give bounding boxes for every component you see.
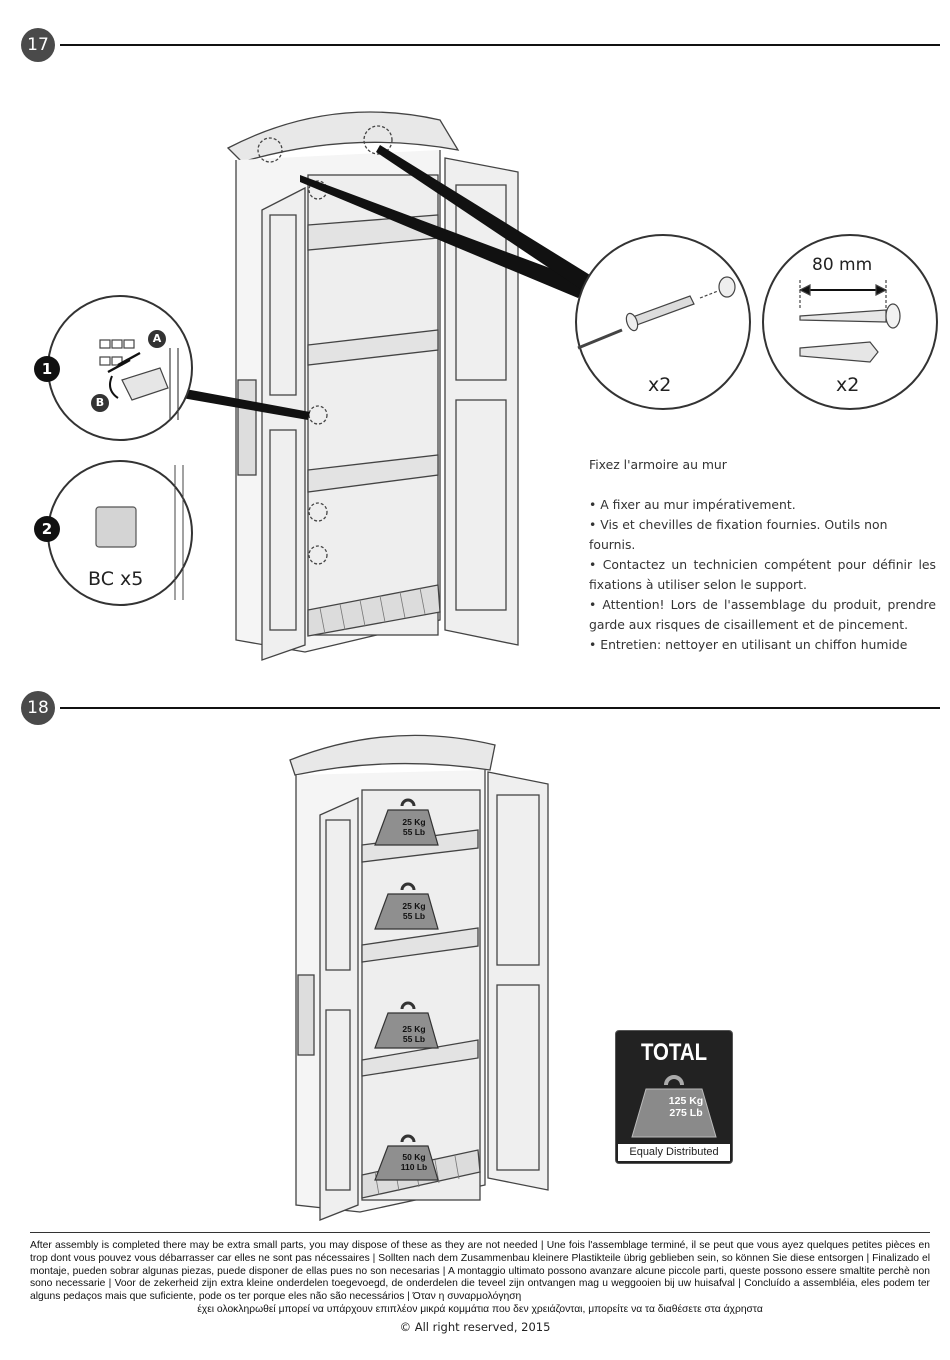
callout-leader [300, 175, 590, 298]
weight-icon [374, 1134, 439, 1181]
note-item: • Vis et chevilles de fixation fournies.… [589, 517, 888, 552]
note-item: • A fixer au mur impérativement. [589, 497, 796, 512]
label-a: A [152, 332, 162, 345]
shelf [307, 454, 439, 493]
callout-leader [376, 145, 590, 290]
anchor-quantity: x2 [836, 374, 860, 396]
step-divider-line [60, 707, 940, 709]
right-door [487, 771, 549, 1191]
bc-count-label: BC x5 [88, 568, 144, 590]
screw-quantity: x2 [648, 374, 672, 396]
shelf [361, 1039, 479, 1077]
step18-illustration [289, 734, 549, 1221]
label-b: B [95, 396, 105, 409]
weight-icon [631, 1075, 717, 1138]
weight-icon [374, 1001, 439, 1049]
shelf [361, 829, 479, 863]
note-item: • Contactez un technicien compétent pour… [589, 557, 936, 592]
notes-title: Fixez l'armoire au mur [589, 457, 727, 472]
footer-divider [30, 1232, 930, 1233]
detail-circle-anchor [762, 234, 938, 410]
footer-text-greek: έχει ολοκληρωθεί μπορεί να υπάρχουν επιπ… [197, 1303, 763, 1315]
note-item: • Attention! Lors de l'assemblage du pro… [589, 597, 936, 632]
cabinet-top [289, 734, 496, 776]
step-number-badge: 17 [21, 28, 55, 62]
cabinet-interior [307, 174, 439, 636]
sub-step-1-badge: 1 [34, 356, 60, 382]
dimension-label: 80 mm [812, 255, 873, 275]
side-handle [237, 379, 257, 476]
shelf [307, 329, 439, 366]
shelf [361, 927, 479, 963]
slatted-floor [307, 584, 441, 637]
copyright-notice: © All right reserved, 2015 [399, 1320, 551, 1334]
footer-text: After assembly is completed there may be… [30, 1240, 930, 1303]
detail-circle-screw [575, 234, 751, 410]
right-door [444, 157, 519, 646]
total-title: TOTAL [640, 1039, 708, 1066]
side-handle [297, 974, 315, 1056]
step-divider-line [60, 44, 940, 46]
sub-step-2-badge: 2 [34, 516, 60, 542]
installation-notes: Fixez l'armoire au mur • A fixer au mur … [589, 455, 936, 655]
callout-leader [180, 388, 310, 420]
note-item: • Entretien: nettoyer en utilisant un ch… [589, 637, 908, 652]
footer-disclaimer: After assembly is completed there may be… [30, 1240, 930, 1317]
step17-illustration [47, 111, 938, 661]
cabinet-top [226, 111, 460, 163]
weight-icon [374, 798, 439, 846]
total-caption: Equaly Distributed [618, 1144, 730, 1161]
step-number-badge: 18 [21, 691, 55, 725]
left-door [261, 186, 306, 661]
left-door [319, 796, 359, 1221]
weight-icon [374, 882, 439, 930]
